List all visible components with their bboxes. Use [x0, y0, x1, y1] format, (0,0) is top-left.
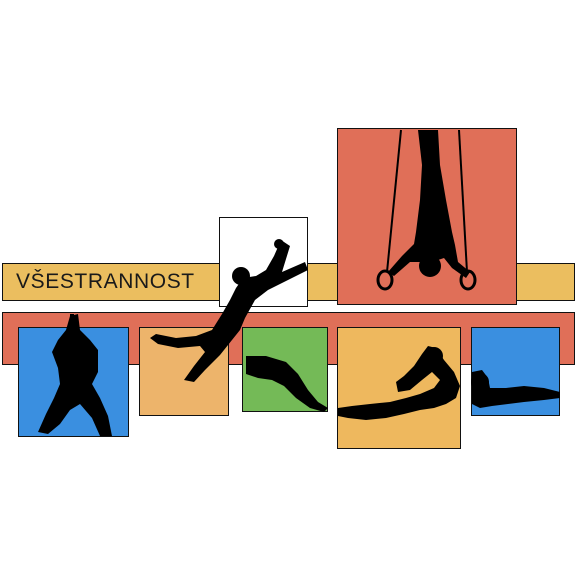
logo-title: VŠESTRANNOST — [16, 270, 195, 293]
diver-figure — [471, 370, 560, 408]
jumper-figure — [150, 239, 308, 382]
swimmer-figure — [338, 346, 460, 420]
climber-figure — [38, 314, 112, 436]
ring-gymnast-figure — [376, 129, 477, 291]
runner-figure — [246, 356, 328, 412]
